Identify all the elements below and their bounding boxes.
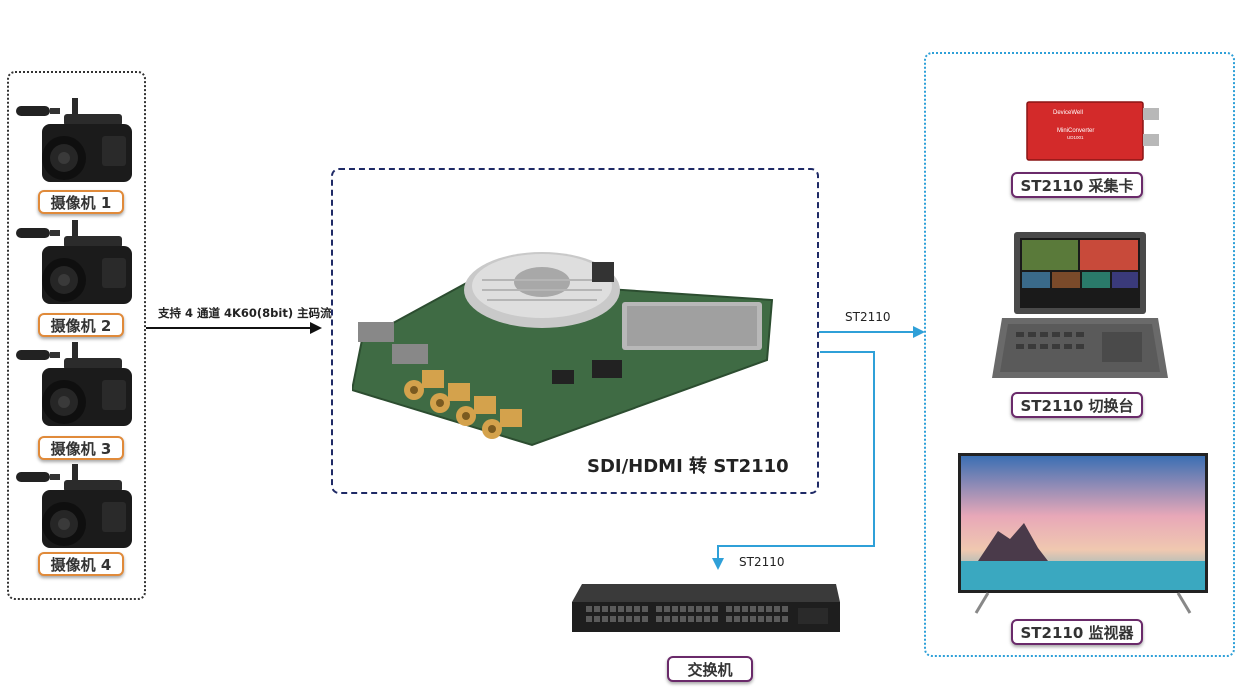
- camera-3-label: 摄像机 3: [38, 436, 124, 460]
- camera-icon: [16, 464, 132, 548]
- capture-card-model-text: MiniConverter: [1057, 128, 1094, 134]
- switcher-icon: [992, 232, 1168, 378]
- monitor-label: ST2110 监视器: [1011, 619, 1143, 645]
- capture-card-label: ST2110 采集卡: [1011, 172, 1143, 198]
- camera-icon: [16, 220, 132, 304]
- switch-arrow: [712, 351, 875, 570]
- input-arrow: [146, 322, 322, 334]
- camera-1-label: 摄像机 1: [38, 190, 124, 214]
- camera-icon: [16, 342, 132, 426]
- switch-edge-label: ST2110: [739, 555, 785, 569]
- camera-icon: [16, 98, 132, 182]
- capture-card-icon: DeviceWell MiniConverter UD1001: [1026, 101, 1159, 161]
- monitor-icon: [958, 453, 1208, 614]
- converter-title: SDI/HDMI 转 ST2110: [587, 456, 789, 477]
- converter-card: [331, 168, 819, 494]
- switch-label: 交换机: [667, 656, 753, 682]
- output-arrow: [819, 326, 925, 338]
- input-edge-label: 支持 4 通道 4K60(8bit) 主码流: [158, 306, 332, 320]
- capture-card-model-code-text: UD1001: [1067, 135, 1084, 140]
- network-switch-icon: [572, 584, 840, 632]
- switcher-label: ST2110 切换台: [1011, 392, 1143, 418]
- camera-4-label: 摄像机 4: [38, 552, 124, 576]
- output-group: [924, 52, 1235, 657]
- output-edge-label: ST2110: [845, 310, 891, 324]
- camera-group: [7, 71, 146, 600]
- converter-board-icon: [352, 252, 774, 447]
- capture-card-brand-text: DeviceWell: [1053, 110, 1083, 116]
- camera-2-label: 摄像机 2: [38, 313, 124, 337]
